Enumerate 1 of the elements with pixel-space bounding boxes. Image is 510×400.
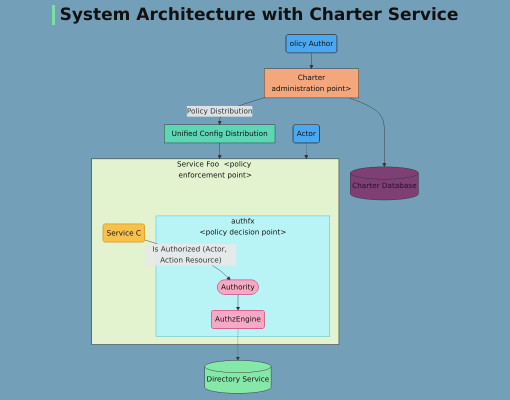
- diagram-title: System Architecture with Charter Service: [52, 5, 458, 25]
